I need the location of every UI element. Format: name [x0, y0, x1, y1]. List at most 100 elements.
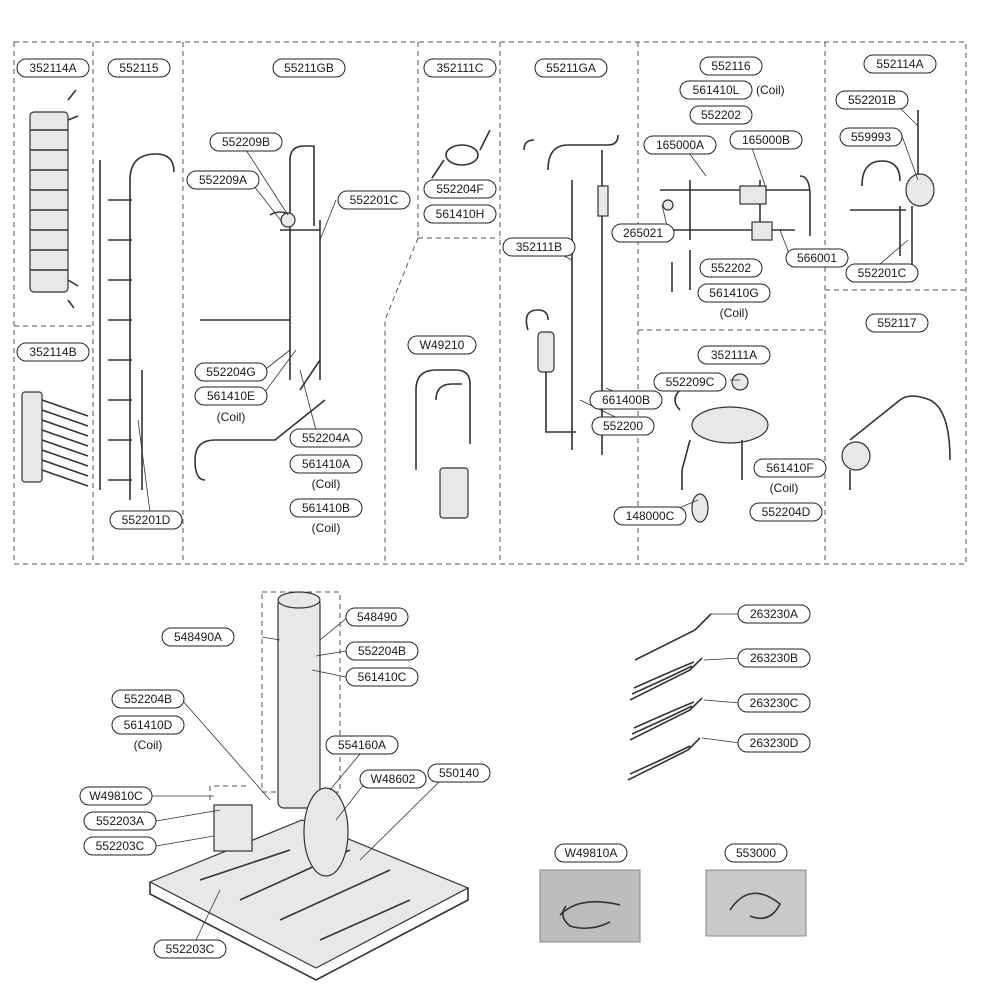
svg-text:263230B: 263230B	[750, 651, 798, 665]
svg-text:552204B: 552204B	[124, 692, 172, 706]
svg-text:263230C: 263230C	[750, 696, 799, 710]
part-552116-valve-assembly	[660, 175, 811, 292]
label-552201C-right: 552201C	[845, 263, 919, 283]
label-552204A: 552204A	[289, 428, 363, 448]
svg-text:352111B: 352111B	[516, 240, 562, 254]
svg-text:263230D: 263230D	[750, 736, 799, 750]
label-55211GB: 55211GB	[272, 58, 346, 78]
svg-text:352114B: 352114B	[29, 345, 76, 359]
part-W49210-pipe	[415, 369, 471, 519]
label-165000A: 165000A	[643, 135, 717, 155]
svg-text:552202: 552202	[711, 261, 751, 275]
label-552201C: 552201C	[337, 190, 411, 210]
label-352111A: 352111A	[697, 345, 771, 365]
label-548490: 548490	[345, 607, 409, 627]
svg-text:55211GA: 55211GA	[546, 61, 596, 75]
part-352114A-coil	[29, 89, 79, 309]
label-561410B: 561410B(Coil)	[289, 498, 363, 535]
label-W49810C: W49810C	[79, 786, 153, 806]
svg-text:552201B: 552201B	[848, 93, 896, 107]
svg-text:552204B: 552204B	[358, 644, 406, 658]
svg-text:552115: 552115	[119, 61, 158, 75]
label-552203A: 552203A	[83, 811, 157, 831]
label-552202-top: 552202	[689, 105, 753, 125]
svg-text:554160A: 554160A	[338, 738, 386, 752]
svg-text:548490: 548490	[357, 610, 397, 624]
svg-text:552201C: 552201C	[350, 193, 399, 207]
label-554160A: 554160A	[325, 735, 399, 755]
part-labels: 352114A 552115 55211GB 352111C 55211GA 5…	[16, 54, 937, 959]
label-553000: 553000	[724, 843, 788, 863]
label-561410D: 561410D (Coil)	[111, 715, 185, 752]
label-561410A: 561410A (Coil)	[289, 454, 363, 491]
label-552209B: 552209B	[209, 132, 283, 152]
label-550140: 550140	[427, 763, 491, 783]
svg-text:(Coil): (Coil)	[134, 738, 163, 752]
svg-text:(Coil): (Coil)	[312, 477, 341, 491]
part-55211GB-pipe	[194, 145, 326, 481]
svg-text:552204G: 552204G	[206, 365, 255, 379]
label-552117: 552117	[865, 313, 929, 333]
part-552115-pipe	[99, 153, 175, 500]
svg-text:550140: 550140	[439, 766, 479, 780]
svg-text:561410D: 561410D	[124, 718, 173, 732]
label-561410E: 561410E(Coil)	[194, 386, 268, 424]
svg-text:W49810C: W49810C	[89, 789, 143, 803]
label-552202-mid: 552202	[699, 258, 763, 278]
part-lower-base-assembly	[148, 591, 470, 981]
svg-text:561410F: 561410F	[766, 461, 813, 475]
label-165000B: 165000B	[729, 130, 803, 150]
svg-text:W49210: W49210	[420, 338, 465, 352]
svg-text:553000: 553000	[736, 846, 776, 860]
svg-text:(Coil): (Coil)	[720, 306, 749, 320]
svg-text:552116: 552116	[711, 59, 750, 73]
svg-text:552202: 552202	[701, 108, 741, 122]
svg-text:552203A: 552203A	[96, 814, 144, 828]
photo-W49810A	[539, 869, 641, 943]
svg-text:(Coil): (Coil)	[770, 481, 799, 495]
svg-text:352111C: 352111C	[437, 61, 484, 75]
label-552204B-left: 552204B	[111, 689, 185, 709]
svg-text:552209A: 552209A	[199, 173, 247, 187]
label-661400B: 661400B	[589, 390, 663, 410]
svg-text:552203C: 552203C	[96, 839, 145, 853]
label-561410F: 561410F (Coil)	[753, 458, 827, 495]
part-harness-wires	[627, 613, 712, 781]
svg-text:263230A: 263230A	[750, 607, 798, 621]
label-265021: 265021	[611, 223, 675, 243]
svg-text:(Coil): (Coil)	[312, 521, 341, 535]
label-W49810A: W49810A	[554, 843, 628, 863]
label-552204F: 552204F	[423, 179, 497, 199]
part-55211GA-pipe	[523, 134, 619, 455]
svg-text:561410G: 561410G	[709, 286, 758, 300]
photo-553000	[705, 869, 807, 937]
svg-text:552200: 552200	[603, 419, 643, 433]
label-552116: 552116	[699, 56, 763, 76]
label-552114A-right: 552114A	[863, 54, 937, 74]
label-263230D: 263230D	[737, 733, 811, 753]
part-352111C-coil	[431, 129, 491, 179]
svg-text:552204A: 552204A	[302, 431, 350, 445]
label-263230A: 263230A	[737, 604, 811, 624]
section-borders	[13, 41, 967, 800]
svg-text:W49810A: W49810A	[565, 846, 618, 860]
svg-text:352114A: 352114A	[29, 61, 76, 75]
svg-text:566001: 566001	[797, 251, 837, 265]
svg-text:552209B: 552209B	[222, 135, 270, 149]
label-561410L: 561410L(Coil)	[679, 80, 785, 100]
svg-text:561410A: 561410A	[302, 457, 350, 471]
label-561410G: 561410G (Coil)	[697, 283, 771, 320]
label-561410C: 561410C	[345, 667, 419, 687]
label-552203C-lower: 552203C	[153, 939, 227, 959]
label-552115: 552115	[107, 58, 171, 78]
svg-text:552201C: 552201C	[858, 266, 907, 280]
svg-text:552117: 552117	[877, 316, 916, 330]
svg-text:552201D: 552201D	[122, 513, 171, 527]
svg-text:561410E: 561410E	[207, 389, 255, 403]
svg-text:55211GB: 55211GB	[284, 61, 334, 75]
label-548490A: 548490A	[161, 627, 235, 647]
svg-text:148000C: 148000C	[626, 509, 675, 523]
label-352114A: 352114A	[16, 58, 90, 78]
svg-text:552114A: 552114A	[876, 57, 923, 71]
